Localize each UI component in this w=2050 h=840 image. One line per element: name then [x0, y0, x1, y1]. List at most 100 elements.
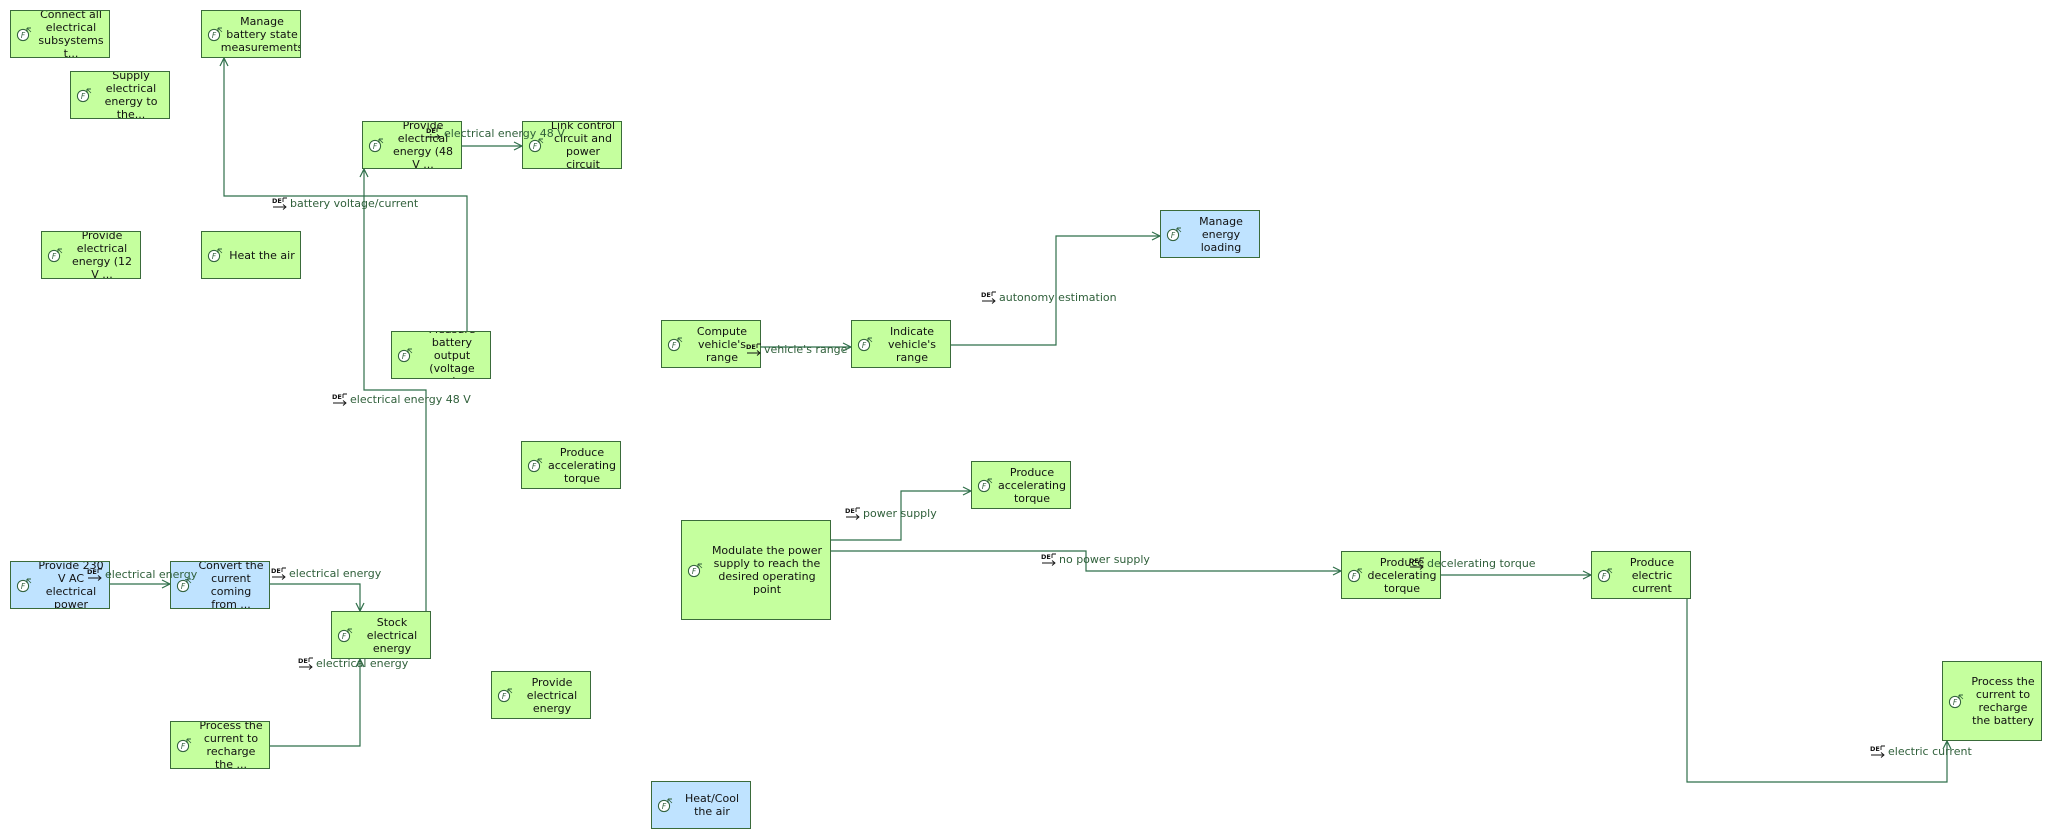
- functional-exchange-icon: DE: [845, 507, 861, 520]
- exchange-label-ex-48v-a[interactable]: DE electrical energy 48 V: [426, 127, 565, 140]
- exchange-link-ex-energy-3[interactable]: [270, 659, 360, 747]
- function-box-provide-230v[interactable]: F Provide 230 V AC electrical power: [10, 561, 110, 609]
- svg-text:DE: DE: [845, 507, 855, 515]
- exchange-link-ex-48v-b[interactable]: [364, 169, 427, 611]
- function-box-produce-current[interactable]: F Produce electric current: [1591, 551, 1691, 599]
- exchange-label-ex-autonomy[interactable]: DE autonomy estimation: [981, 291, 1117, 304]
- function-icon: F: [657, 797, 673, 813]
- svg-text:F: F: [181, 582, 186, 591]
- function-icon: F: [1597, 567, 1613, 583]
- function-label: Heat/Cool the air: [685, 792, 739, 818]
- svg-text:F: F: [52, 252, 57, 261]
- functional-exchange-icon: DE: [332, 393, 348, 406]
- function-box-modulate-power[interactable]: F Modulate the power supply to reach the …: [681, 520, 831, 620]
- function-label: Link control circuit and power circuit: [550, 121, 616, 169]
- function-icon: F: [16, 577, 32, 593]
- exchange-label-text: vehicle's range: [764, 343, 848, 356]
- exchange-link-ex-energy-2[interactable]: [270, 583, 360, 611]
- function-icon: F: [1347, 567, 1363, 583]
- function-icon: F: [977, 477, 993, 493]
- exchange-label-text: electrical energy 48 V: [444, 127, 565, 140]
- exchange-label-text: decelerating torque: [1427, 557, 1536, 570]
- function-box-indicate-range[interactable]: F Indicate vehicle's range: [851, 320, 951, 368]
- function-label: Process the current to recharge the ...: [199, 721, 263, 769]
- svg-text:F: F: [1953, 698, 1958, 707]
- svg-text:F: F: [692, 567, 697, 576]
- exchange-link-ex-autonomy[interactable]: [951, 236, 1160, 346]
- function-label: Provide 230 V AC electrical power: [38, 561, 104, 609]
- exchange-label-text: electric current: [1888, 745, 1972, 758]
- svg-text:F: F: [373, 142, 378, 151]
- function-icon: F: [497, 687, 513, 703]
- svg-text:F: F: [862, 341, 867, 350]
- function-label: Produce electric current: [1629, 555, 1675, 595]
- function-icon: F: [687, 562, 703, 578]
- exchange-label-ex-power-supply[interactable]: DE power supply: [845, 507, 937, 520]
- svg-text:F: F: [212, 252, 217, 261]
- function-box-heat-cool-air[interactable]: F Heat/Cool the air: [651, 781, 751, 829]
- svg-text:DE: DE: [272, 197, 282, 205]
- exchange-label-text: autonomy estimation: [999, 291, 1117, 304]
- exchange-link-ex-no-power[interactable]: [831, 550, 1341, 571]
- svg-text:DE: DE: [426, 127, 436, 135]
- exchange-label-text: electrical energy: [105, 568, 198, 581]
- exchange-link-ex-elec-current[interactable]: [1686, 599, 1947, 783]
- exchange-label-ex-dec-torque[interactable]: DE decelerating torque: [1409, 557, 1536, 570]
- svg-text:DE: DE: [1409, 557, 1419, 565]
- svg-text:F: F: [1171, 231, 1176, 240]
- svg-text:F: F: [532, 462, 537, 471]
- function-icon: F: [176, 577, 192, 593]
- function-box-measure-battery[interactable]: F Measure battery output (voltage and ...: [391, 331, 491, 379]
- svg-text:DE: DE: [981, 291, 991, 299]
- functional-exchange-icon: DE: [271, 567, 287, 580]
- svg-text:F: F: [402, 352, 407, 361]
- function-icon: F: [176, 737, 192, 753]
- svg-text:DE: DE: [1041, 553, 1051, 561]
- exchange-label-text: power supply: [863, 507, 937, 520]
- svg-text:DE: DE: [1870, 745, 1880, 753]
- svg-text:F: F: [662, 802, 667, 811]
- function-label: Modulate the power supply to reach the d…: [711, 544, 823, 596]
- function-box-process-current-1[interactable]: F Process the current to recharge the ...: [170, 721, 270, 769]
- svg-text:DE: DE: [298, 657, 308, 665]
- svg-text:F: F: [81, 92, 86, 101]
- function-icon: F: [207, 247, 223, 263]
- svg-text:F: F: [982, 482, 987, 491]
- exchange-label-ex-elec-current[interactable]: DE electric current: [1870, 745, 1972, 758]
- exchange-link-ex-battery-vc[interactable]: [224, 58, 468, 331]
- function-label: Produce decelerating torque: [1367, 555, 1437, 595]
- svg-text:F: F: [21, 31, 26, 40]
- function-label: Measure battery output (voltage and ...: [429, 332, 476, 378]
- svg-text:F: F: [672, 341, 677, 350]
- function-label: Heat the air: [229, 248, 295, 262]
- exchange-label-text: electrical energy 48 V: [350, 393, 471, 406]
- function-label: Indicate vehicle's range: [888, 324, 936, 364]
- function-box-heat-air[interactable]: F Heat the air: [201, 231, 301, 279]
- functional-exchange-icon: DE: [298, 657, 314, 670]
- exchange-link-ex-power-supply[interactable]: [831, 491, 971, 541]
